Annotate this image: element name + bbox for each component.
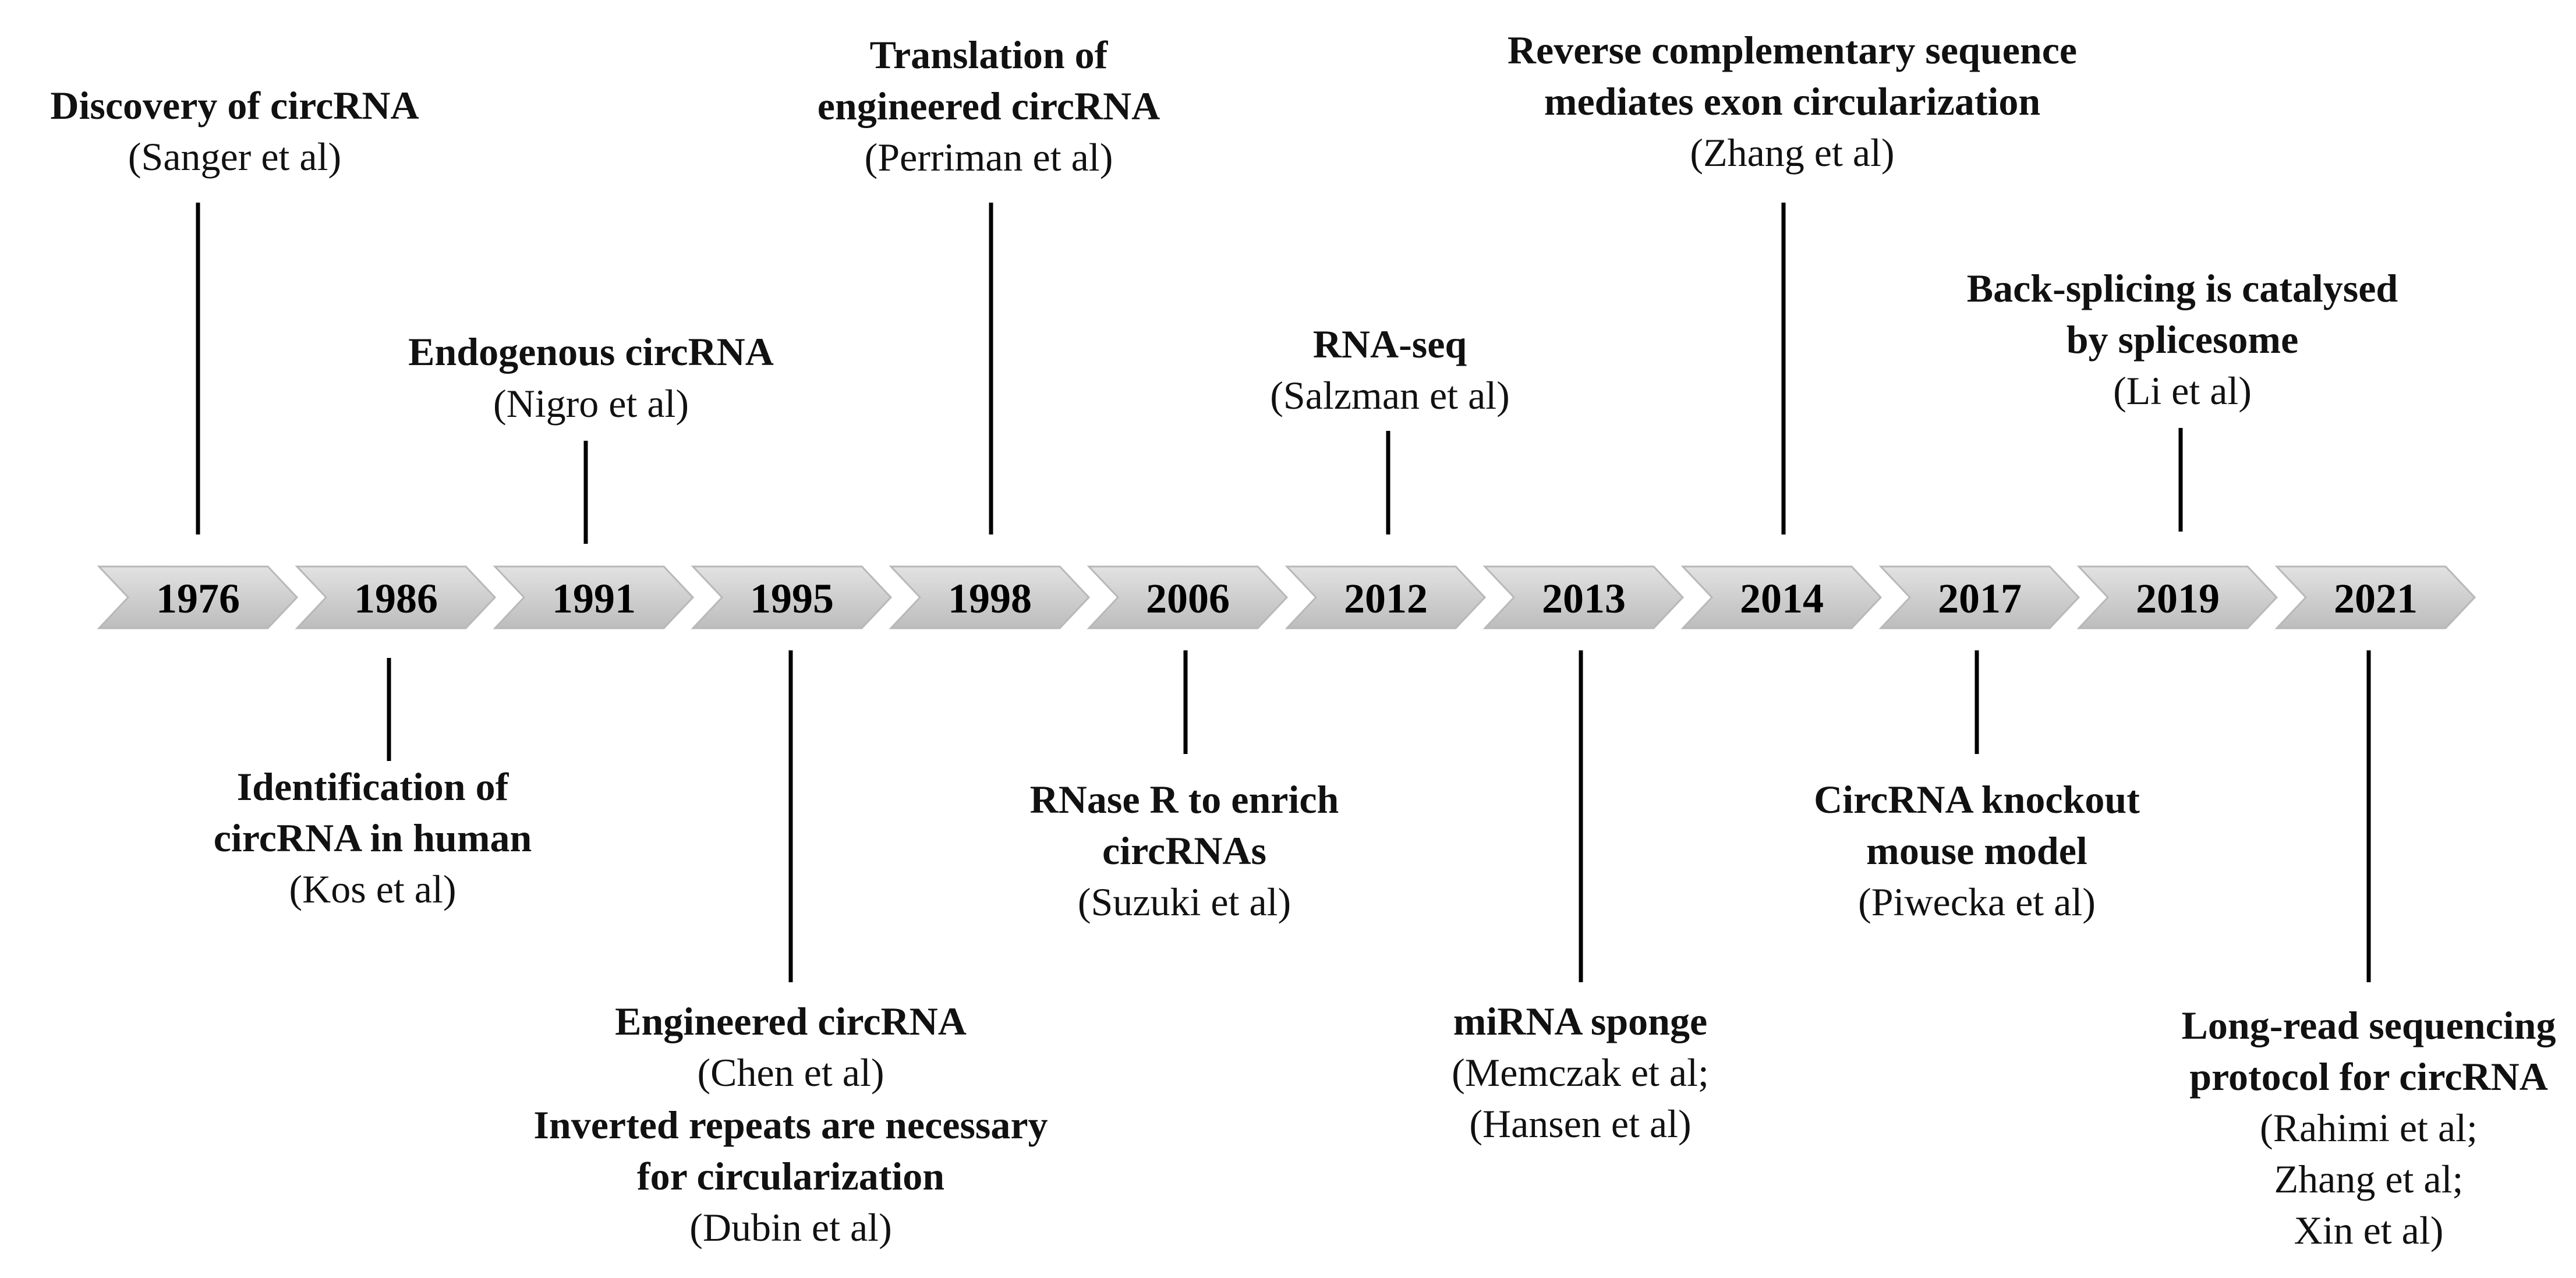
event-1995: Engineered circRNA (Chen et al) Inverted… xyxy=(533,999,1048,1249)
event-title: RNA-seq xyxy=(1313,322,1467,366)
event-reference: (Nigro et al) xyxy=(493,381,689,426)
event-1976: Discovery of circRNA (Sanger et al) xyxy=(50,83,419,179)
event-2014: Reverse complementary sequence mediates … xyxy=(1508,28,2077,175)
year-chevron-1995 xyxy=(691,565,893,629)
event-2012: RNA-seq (Salzman et al) xyxy=(1270,322,1510,417)
event-title: Long-read sequencing xyxy=(2182,1003,2556,1047)
event-title: by splicesome xyxy=(2067,317,2299,362)
event-title: Back-splicing is catalysed xyxy=(1967,266,2398,310)
year-label: 1998 xyxy=(948,575,1032,622)
year-label: 1986 xyxy=(354,575,438,622)
event-1991: Endogenous circRNA (Nigro et al) xyxy=(408,330,774,426)
connectors xyxy=(196,203,2371,982)
event-title: circRNA in human xyxy=(214,816,532,860)
year-label: 2006 xyxy=(1146,575,1230,622)
year-label: 1976 xyxy=(156,575,240,622)
year-label: 2017 xyxy=(1938,575,2022,622)
timeline-bar xyxy=(97,565,2476,629)
year-chevron-1998 xyxy=(889,565,1091,629)
year-chevron-2019 xyxy=(2076,565,2278,629)
event-title: Engineered circRNA xyxy=(615,999,967,1043)
event-title: engineered circRNA xyxy=(818,84,1160,128)
year-label: 2014 xyxy=(1740,575,1824,622)
year-chevron-1991 xyxy=(493,565,695,629)
year-chevron-2021 xyxy=(2274,565,2476,629)
event-reference: (Memczak et al; xyxy=(1452,1050,1709,1095)
event-title: CircRNA knockout xyxy=(1814,777,2140,822)
event-reference: (Perriman et al) xyxy=(865,135,1113,179)
year-label: 2013 xyxy=(1542,575,1626,622)
event-title: mouse model xyxy=(1866,829,2087,873)
event-reference: (Kos et al) xyxy=(289,867,456,911)
event-2013: miRNA sponge (Memczak et al; (Hansen et … xyxy=(1452,999,1709,1146)
year-label: 2012 xyxy=(1344,575,1428,622)
event-title: Endogenous circRNA xyxy=(408,330,774,374)
event-title: RNase R to enrich xyxy=(1030,777,1339,822)
event-reference: (Chen et al) xyxy=(698,1050,884,1095)
year-label: 1995 xyxy=(750,575,834,622)
event-reference: (Rahimi et al; xyxy=(2260,1106,2478,1150)
event-reference: (Zhang et al) xyxy=(1690,130,1894,175)
event-title: mediates exon circularization xyxy=(1544,79,2040,123)
year-labels: 1976 1986 1991 1995 1998 2006 2012 2013 … xyxy=(156,575,2418,622)
event-2019: Back-splicing is catalysed by splicesome… xyxy=(1967,266,2398,413)
year-label: 1991 xyxy=(552,575,636,622)
year-chevron-1976 xyxy=(97,565,299,629)
year-chevron-2006 xyxy=(1087,565,1289,629)
event-reference: Xin et al) xyxy=(2294,1208,2444,1252)
event-title: Identification of xyxy=(237,764,509,809)
event-title: Inverted repeats are necessary xyxy=(533,1103,1048,1147)
event-title: Translation of xyxy=(870,33,1109,77)
event-reference: (Hansen et al) xyxy=(1469,1102,1691,1146)
event-title: protocol for circRNA xyxy=(2189,1054,2548,1099)
event-reference: Zhang et al; xyxy=(2274,1157,2464,1201)
event-2021: Long-read sequencing protocol for circRN… xyxy=(2182,1003,2556,1252)
event-reference: (Dubin et al) xyxy=(689,1205,891,1249)
event-1986: Identification of circRNA in human (Kos … xyxy=(214,764,532,911)
event-reference: (Salzman et al) xyxy=(1270,373,1510,417)
event-title: Reverse complementary sequence xyxy=(1508,28,2077,72)
year-chevron-1986 xyxy=(295,565,497,629)
event-2006: RNase R to enrich circRNAs (Suzuki et al… xyxy=(1030,777,1339,924)
event-2017: CircRNA knockout mouse model (Piwecka et… xyxy=(1814,777,2140,924)
event-title: circRNAs xyxy=(1102,829,1266,873)
year-label: 2021 xyxy=(2334,575,2418,622)
event-title: for circularization xyxy=(637,1154,944,1198)
year-chevron-2014 xyxy=(1680,565,1883,629)
event-1998: Translation of engineered circRNA (Perri… xyxy=(818,33,1160,179)
event-reference: (Li et al) xyxy=(2113,369,2252,413)
event-title: miRNA sponge xyxy=(1453,999,1707,1043)
year-chevron-2013 xyxy=(1482,565,1685,629)
event-reference: (Sanger et al) xyxy=(128,134,341,179)
event-title: Discovery of circRNA xyxy=(50,83,419,128)
event-reference: (Piwecka et al) xyxy=(1858,880,2096,924)
year-chevron-2012 xyxy=(1285,565,1487,629)
year-chevron-2017 xyxy=(1878,565,2080,629)
event-reference: (Suzuki et al) xyxy=(1078,880,1291,924)
year-label: 2019 xyxy=(2136,575,2220,622)
